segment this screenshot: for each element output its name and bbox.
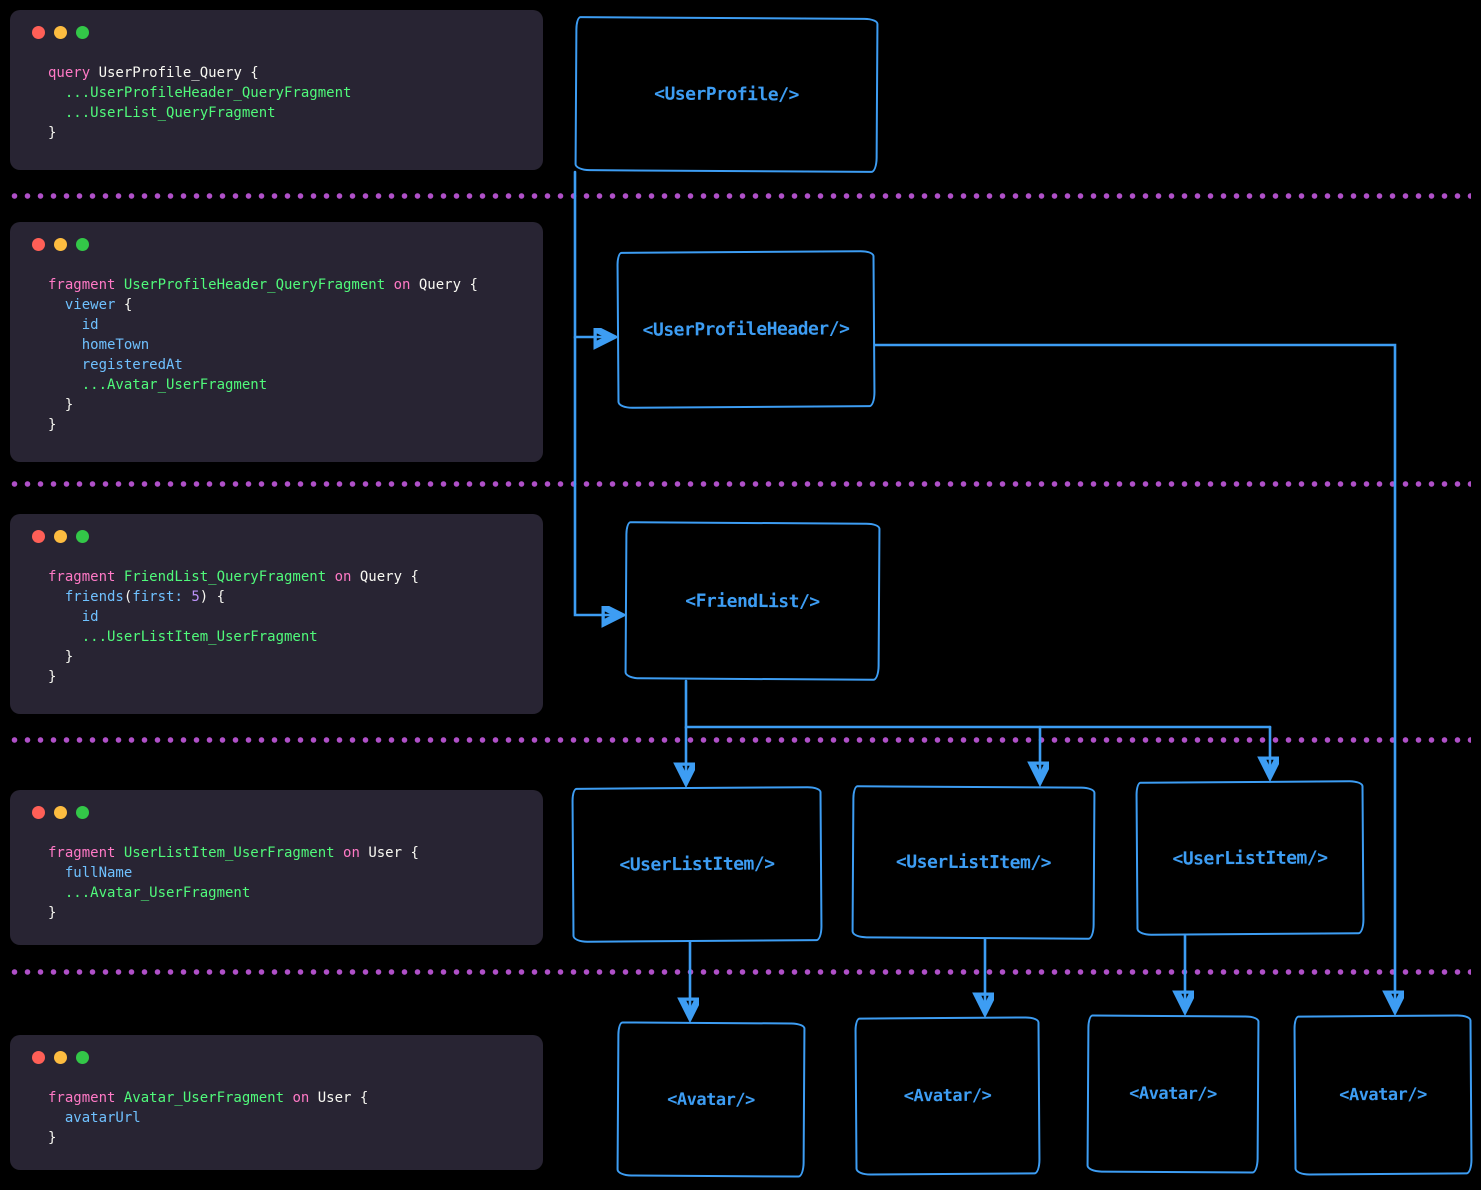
component-box-user-profile: <UserProfile/> (574, 16, 879, 173)
component-label: <UserProfile/> (654, 83, 799, 106)
code-block: query UserProfile_Query { ...UserProfile… (48, 65, 352, 141)
close-window-icon (32, 1051, 45, 1064)
code-panel-user-list-item-fragment: fragment UserListItem_UserFragment on Us… (10, 790, 543, 945)
maximize-window-icon (76, 1051, 89, 1064)
code-block: fragment UserProfileHeader_QueryFragment… (48, 277, 478, 433)
window-traffic-lights (10, 222, 543, 251)
component-box-user-profile-header: <UserProfileHeader/> (616, 250, 876, 409)
window-traffic-lights (10, 10, 543, 39)
separator-dotted-line (8, 737, 1471, 743)
separator-dotted-line (8, 193, 1471, 199)
separator-dotted-line (8, 969, 1471, 975)
code-block: fragment UserListItem_UserFragment on Us… (48, 845, 419, 921)
separator-dotted-line (8, 481, 1471, 487)
close-window-icon (32, 238, 45, 251)
component-box-avatar-2: <Avatar/> (854, 1016, 1041, 1176)
component-label: <UserListItem/> (1172, 846, 1328, 870)
window-traffic-lights (10, 514, 543, 543)
component-label: <UserListItem/> (895, 851, 1052, 874)
code-panel-user-profile-header-fragment: fragment UserProfileHeader_QueryFragment… (10, 222, 543, 462)
minimize-window-icon (54, 1051, 67, 1064)
component-box-avatar-1: <Avatar/> (616, 1021, 806, 1178)
component-box-avatar-3: <Avatar/> (1086, 1014, 1260, 1174)
component-box-user-list-item-2: <UserListItem/> (851, 785, 1096, 940)
component-label: <Avatar/> (1339, 1084, 1427, 1106)
close-window-icon (32, 530, 45, 543)
component-box-friend-list: <FriendList/> (624, 521, 881, 681)
minimize-window-icon (54, 238, 67, 251)
window-traffic-lights (10, 790, 543, 819)
close-window-icon (32, 26, 45, 39)
code-block: fragment FriendList_QueryFragment on Que… (48, 569, 419, 685)
minimize-window-icon (54, 530, 67, 543)
component-label: <Avatar/> (1129, 1083, 1217, 1105)
code-panel-avatar-fragment: fragment Avatar_UserFragment on User { a… (10, 1035, 543, 1170)
component-label: <Avatar/> (667, 1089, 755, 1110)
maximize-window-icon (76, 238, 89, 251)
component-box-avatar-4: <Avatar/> (1293, 1014, 1473, 1176)
code-panel-user-profile-query: query UserProfile_Query { ...UserProfile… (10, 10, 543, 170)
maximize-window-icon (76, 26, 89, 39)
maximize-window-icon (76, 530, 89, 543)
component-label: <UserListItem/> (619, 853, 775, 876)
component-box-user-list-item-1: <UserListItem/> (571, 786, 823, 943)
code-panel-friend-list-fragment: fragment FriendList_QueryFragment on Que… (10, 514, 543, 714)
code-block: fragment Avatar_UserFragment on User { a… (48, 1090, 369, 1146)
close-window-icon (32, 806, 45, 819)
minimize-window-icon (54, 26, 67, 39)
component-box-user-list-item-3: <UserListItem/> (1135, 780, 1365, 936)
minimize-window-icon (54, 806, 67, 819)
component-label: <FriendList/> (685, 590, 820, 612)
maximize-window-icon (76, 806, 89, 819)
window-traffic-lights (10, 1035, 543, 1064)
component-label: <UserProfileHeader/> (642, 318, 850, 341)
component-label: <Avatar/> (903, 1085, 992, 1107)
